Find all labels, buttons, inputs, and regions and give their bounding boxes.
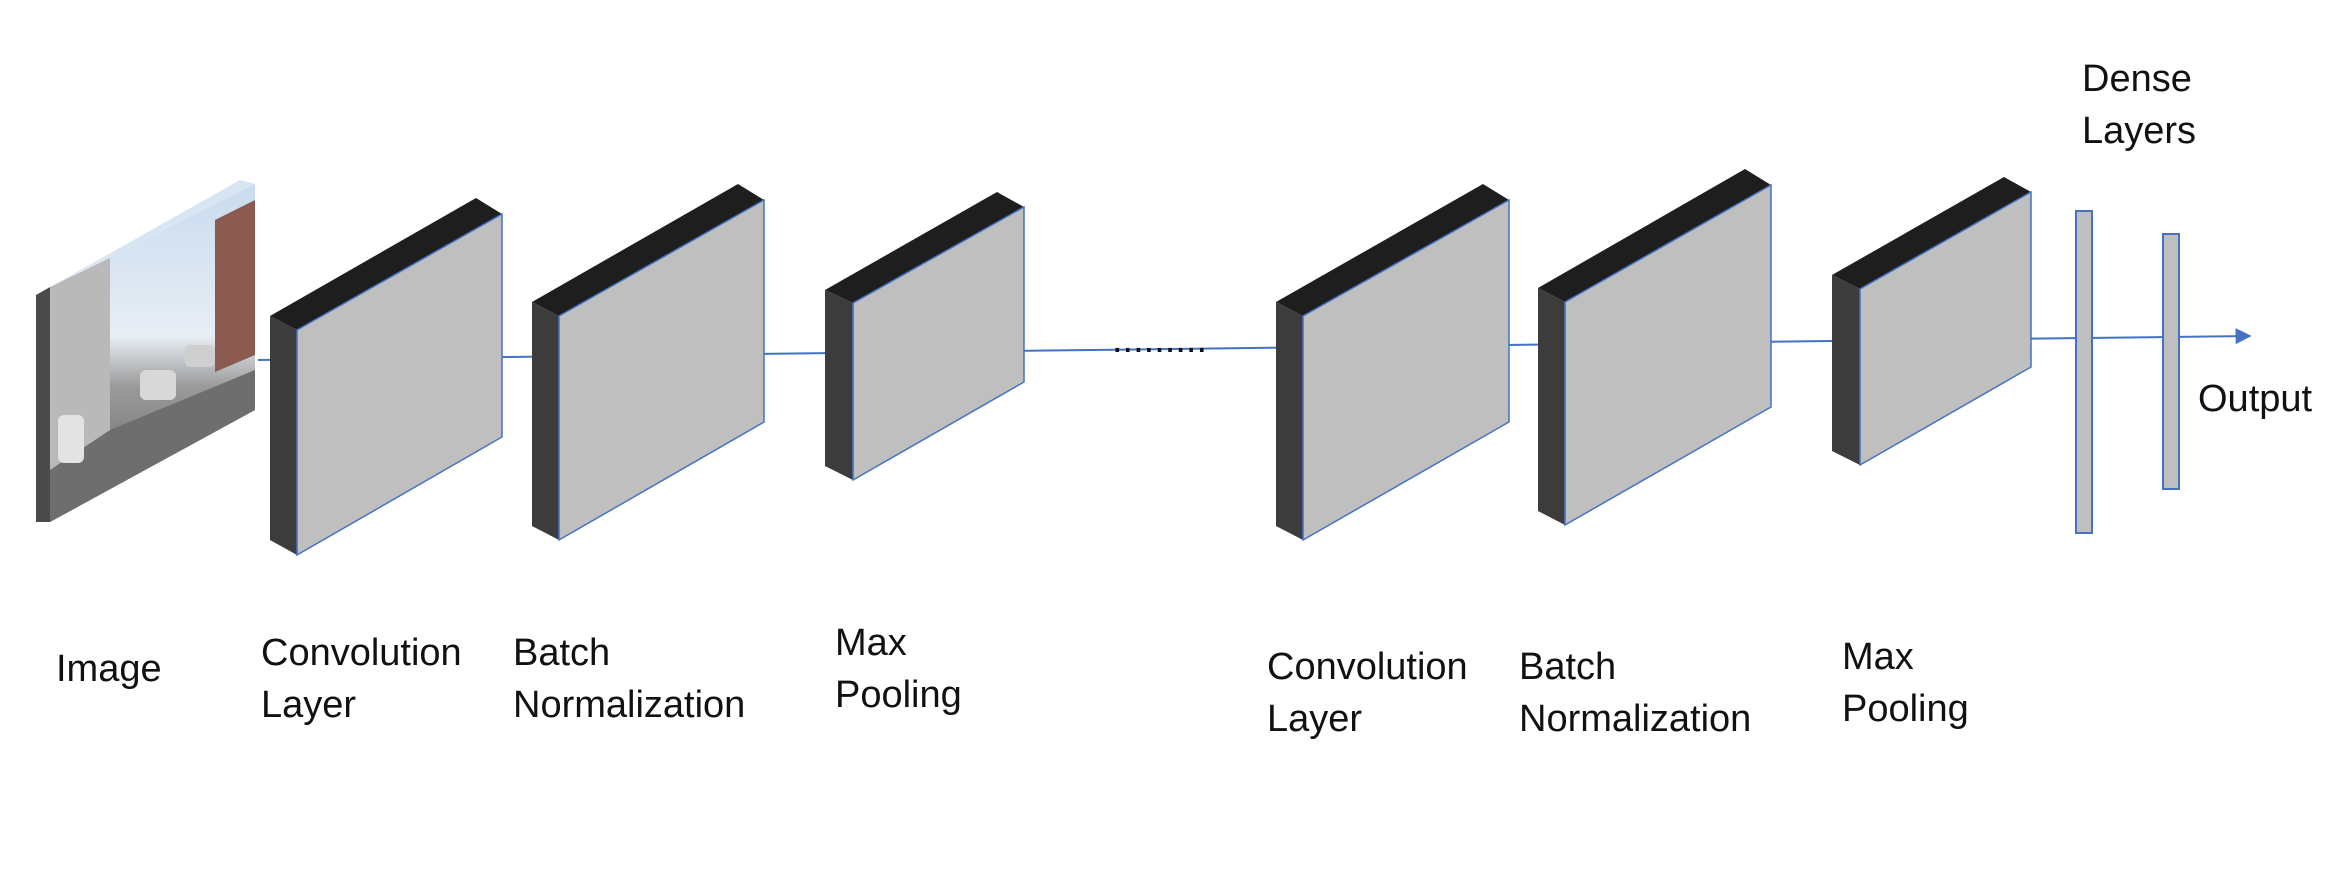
label-conv-layer-2-line2: Layer (1267, 698, 1363, 740)
label-max-pooling-2-line1: Max (1842, 636, 1914, 678)
batch-norm-1-block (532, 184, 765, 542)
label-batch-norm-2-line2: Normalization (1519, 698, 1752, 740)
dense-layer-1 (2075, 210, 2093, 534)
label-batch-norm-2-line1: Batch (1519, 646, 1617, 688)
block-top (825, 192, 1024, 303)
road (50, 370, 255, 522)
block-side (270, 316, 297, 555)
batch-norm-2-block (1538, 169, 1772, 527)
label-dense-layers: Dense Layers (2082, 53, 2196, 157)
label-batch-norm-1-line1: Batch (513, 632, 611, 674)
label-max-pooling-2-line2: Pooling (1842, 688, 1969, 730)
label-max-pooling-2: Max Pooling (1842, 631, 1969, 735)
input-image (36, 180, 255, 522)
label-max-pooling-1-line1: Max (835, 622, 907, 664)
label-conv-layer-2-line1: Convolution (1267, 646, 1468, 688)
block-face (1302, 198, 1510, 542)
label-dense-layers-line2: Layers (2082, 110, 2197, 152)
block-top (1538, 169, 1771, 302)
label-conv-layer-2: Convolution Layer (1267, 641, 1468, 745)
block-top (532, 184, 764, 316)
block-top (270, 198, 502, 330)
car-1 (140, 370, 176, 400)
label-output: Output (2198, 373, 2312, 425)
max-pooling-2-block (1832, 177, 2032, 467)
block-side (1538, 288, 1565, 525)
block-face (852, 205, 1025, 482)
block-face (558, 198, 765, 542)
label-max-pooling-1-line2: Pooling (835, 674, 962, 716)
label-max-pooling-1: Max Pooling (835, 617, 962, 721)
block-face (1564, 183, 1772, 527)
ellipsis: ......... (1112, 314, 1207, 366)
block-side (1276, 302, 1303, 540)
block-side (1832, 275, 1860, 465)
dense-layer-2 (2162, 233, 2180, 490)
car-2 (58, 415, 84, 463)
ellipsis-text: ......... (1112, 319, 1208, 361)
block-side (532, 302, 559, 540)
building-right (215, 200, 255, 372)
image-side (36, 287, 50, 522)
block-face (1859, 190, 2032, 467)
label-image: Image (56, 643, 162, 695)
max-pooling-1-block (825, 192, 1025, 482)
image-top (36, 180, 255, 295)
label-dense-layers-line1: Dense (2082, 58, 2192, 100)
car-3 (185, 345, 215, 367)
block-side (825, 290, 853, 480)
label-conv-layer-1: Convolution Layer (261, 627, 462, 731)
label-conv-layer-1-line2: Layer (261, 684, 357, 726)
conv-layer-2-block (1276, 184, 1510, 542)
block-face (296, 212, 503, 557)
label-batch-norm-1-line2: Normalization (513, 684, 746, 726)
conv-layer-1-block (270, 198, 503, 557)
label-conv-layer-1-line1: Convolution (261, 632, 462, 674)
label-output-text: Output (2198, 378, 2313, 420)
label-batch-norm-1: Batch Normalization (513, 627, 745, 731)
block-top (1276, 184, 1509, 316)
label-image-text: Image (56, 648, 162, 690)
block-top (1832, 177, 2031, 289)
label-batch-norm-2: Batch Normalization (1519, 641, 1751, 745)
